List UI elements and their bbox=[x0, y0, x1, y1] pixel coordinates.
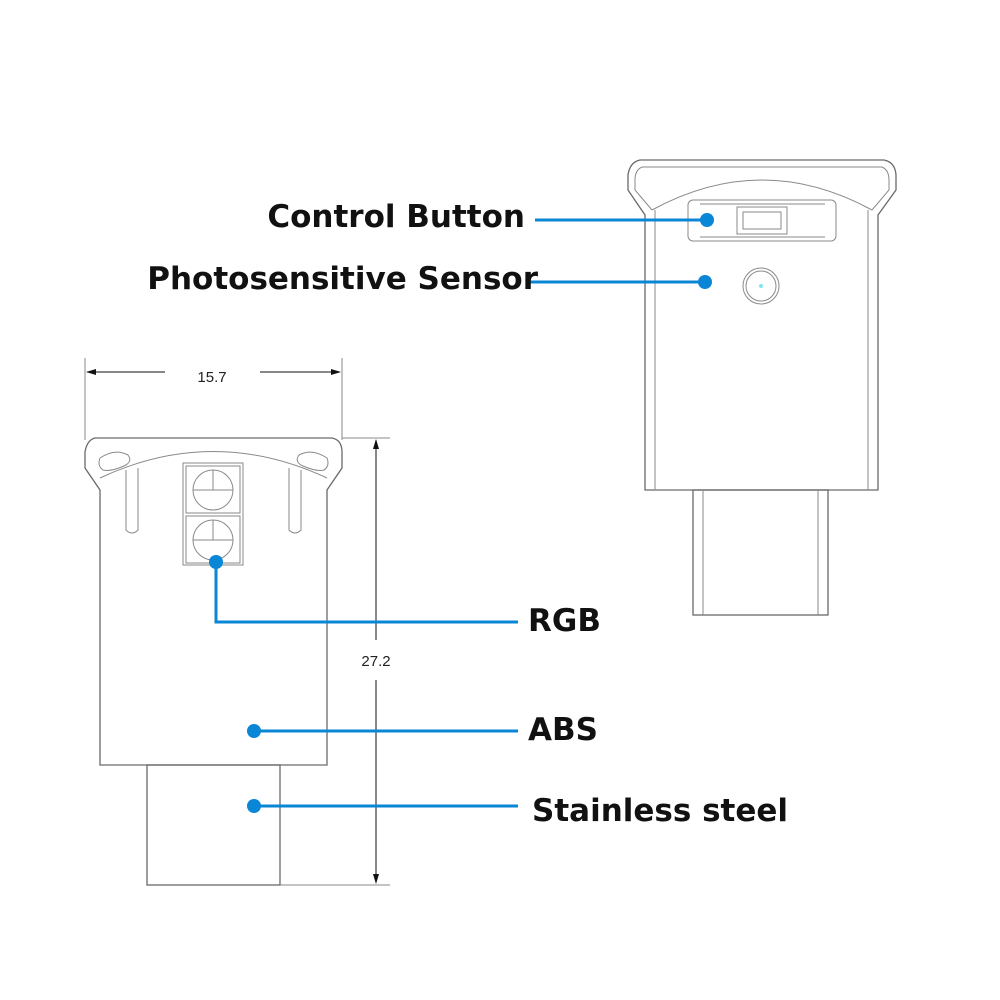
label-photosensitive-sensor: Photosensitive Sensor bbox=[147, 261, 538, 297]
photosensitive-sensor bbox=[742, 267, 780, 305]
leader-stainless-steel: Stainless steel bbox=[247, 793, 788, 829]
height-value: 27.2 bbox=[361, 653, 390, 670]
rgb-led bbox=[182, 462, 244, 566]
stainless-shaft bbox=[692, 489, 829, 616]
width-value: 15.7 bbox=[197, 369, 226, 386]
width-dimension: 15.7 bbox=[84, 358, 343, 440]
leader-abs: ABS bbox=[247, 712, 598, 748]
device-front-view bbox=[627, 159, 897, 616]
leader-control-button: Control Button bbox=[267, 199, 714, 235]
label-abs: ABS bbox=[528, 712, 598, 748]
leader-photosensitive-sensor: Photosensitive Sensor bbox=[147, 261, 712, 297]
height-dimension: 27.2 bbox=[280, 437, 391, 886]
device-side-view bbox=[84, 437, 343, 886]
label-control-button: Control Button bbox=[267, 199, 525, 235]
label-stainless-steel: Stainless steel bbox=[532, 793, 788, 829]
leader-rgb: RGB bbox=[209, 555, 601, 639]
stainless-shaft bbox=[146, 764, 281, 886]
label-rgb: RGB bbox=[528, 603, 601, 639]
